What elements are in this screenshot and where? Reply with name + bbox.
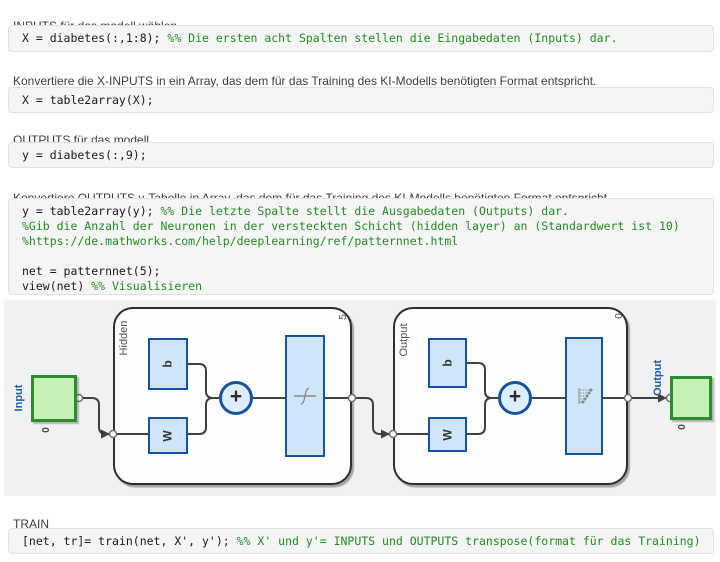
- output-node: [670, 376, 712, 420]
- softmax-icon: [578, 388, 593, 404]
- code-line: y = table2array(y); %% Die letzte Spalte…: [22, 204, 569, 218]
- code-line: X = table2array(X);: [22, 93, 154, 107]
- paragraph-train: TRAIN: [13, 517, 49, 531]
- connection-lines: [74, 362, 675, 439]
- output-activation-box: [565, 337, 603, 455]
- bias-label: b: [161, 360, 175, 368]
- code-line: %https://de.mathworks.com/help/deeplearn…: [22, 234, 459, 248]
- code-block-table2array-x[interactable]: X = table2array(X);: [8, 87, 714, 113]
- code-block-train[interactable]: [net, tr]= train(net, X', y'); %% X' und…: [8, 528, 714, 554]
- code-line: view(net) %% Visualisieren: [22, 279, 203, 293]
- input-node-size: 0: [41, 427, 52, 433]
- code-line: X = diabetes(:,1:8); %% Die ersten acht …: [22, 31, 618, 45]
- plus-icon: +: [229, 385, 243, 408]
- code-line: y = diabetes(:,9);: [22, 148, 147, 162]
- output-sum-node: +: [498, 381, 532, 415]
- input-node: [31, 375, 77, 422]
- plus-icon: +: [508, 385, 522, 408]
- code-block-outputs[interactable]: y = diabetes(:,9);: [8, 142, 714, 168]
- output-weight-box: W: [428, 417, 467, 452]
- hidden-activation-box: [285, 335, 325, 457]
- input-node-label: Input: [13, 384, 25, 412]
- code-line: [22, 249, 700, 264]
- neural-network-figure: Input 0 Hidden 5 b W + Output 0 b W: [4, 300, 716, 496]
- hidden-weight-box: W: [148, 417, 188, 454]
- weight-label: W: [440, 428, 455, 441]
- weight-label: W: [160, 429, 175, 442]
- hidden-layer-name: Hidden: [118, 320, 130, 356]
- code-block-inputs[interactable]: X = diabetes(:,1:8); %% Die ersten acht …: [8, 25, 714, 52]
- output-node-size: 0: [677, 424, 688, 430]
- paragraph-convert-x: Konvertiere die X-INPUTS in ein Array, d…: [13, 74, 597, 88]
- code-block-patternnet[interactable]: y = table2array(y); %% Die letzte Spalte…: [8, 198, 714, 295]
- hidden-bias-box: b: [148, 338, 188, 390]
- code-line: [net, tr]= train(net, X', y'); %% X' und…: [22, 534, 701, 548]
- code-line: net = patternnet(5);: [22, 264, 161, 278]
- code-line: %Gib die Anzahl der Neuronen in der vers…: [22, 219, 680, 233]
- hidden-layer-neuron-count: 5: [338, 314, 349, 320]
- output-bias-box: b: [428, 338, 467, 388]
- bias-label: b: [440, 359, 455, 367]
- tansig-icon: [294, 387, 316, 405]
- hidden-sum-node: +: [219, 381, 253, 415]
- output-layer-neuron-count: 0: [614, 313, 625, 319]
- output-layer-name: Output: [398, 323, 410, 357]
- output-node-label: Output: [652, 359, 664, 397]
